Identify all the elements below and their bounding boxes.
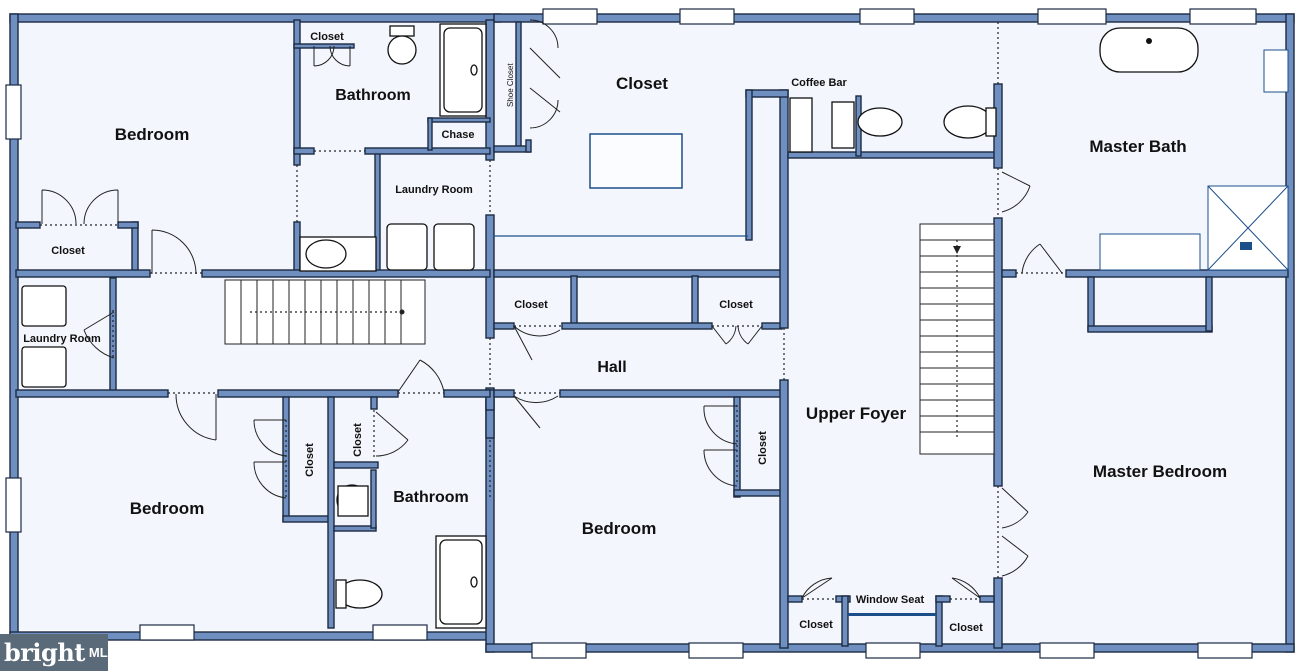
- interior-walls: [15, 19, 1289, 649]
- label-closet-sw-2: Closet: [304, 443, 316, 477]
- label-chase: Chase: [441, 129, 474, 141]
- label-hall: Hall: [597, 359, 626, 376]
- label-closet-walkin: Closet: [616, 74, 668, 93]
- fixtures: [21, 23, 1289, 629]
- label-bedroom-s: Bedroom: [582, 519, 657, 538]
- label-closet-ws-left: Closet: [799, 619, 833, 631]
- label-closet-bedroom-s: Closet: [757, 431, 769, 465]
- label-laundry-room-upper: Laundry Room: [395, 184, 473, 196]
- label-closet-nw: Closet: [51, 245, 85, 257]
- label-bedroom-nw: Bedroom: [115, 125, 190, 144]
- brand-watermark: bright MLS: [0, 634, 116, 671]
- label-bathroom-top: Bathroom: [335, 87, 411, 104]
- label-master-bath: Master Bath: [1089, 137, 1186, 156]
- label-closet-ws-right: Closet: [949, 622, 983, 634]
- brand-name: bright: [4, 638, 85, 667]
- label-bedroom-sw: Bedroom: [130, 499, 205, 518]
- door-swings: [41, 19, 1063, 599]
- label-upper-foyer: Upper Foyer: [806, 404, 907, 423]
- label-window-seat: Window Seat: [856, 594, 925, 606]
- label-coffee-bar: Coffee Bar: [791, 77, 847, 89]
- label-laundry-room-lower: Laundry Room: [23, 333, 101, 345]
- stairs-left: [224, 279, 426, 345]
- stairs-foyer: [919, 223, 995, 455]
- label-closet-hall-2: Closet: [719, 299, 753, 311]
- openings: [40, 22, 1066, 600]
- brand-suffix: MLS: [88, 645, 117, 660]
- label-bathroom-bottom: Bathroom: [393, 489, 469, 506]
- label-closet-sw-1: Closet: [352, 423, 364, 457]
- label-master-bedroom: Master Bedroom: [1093, 462, 1227, 481]
- windows: [5, 8, 1257, 659]
- label-shoe-closet: Shoe Closet: [506, 63, 515, 107]
- room-labels: Bedroom Closet Bathroom Chase Shoe Close…: [23, 31, 1227, 634]
- label-closet-top: Closet: [310, 31, 344, 43]
- label-closet-hall-1: Closet: [514, 299, 548, 311]
